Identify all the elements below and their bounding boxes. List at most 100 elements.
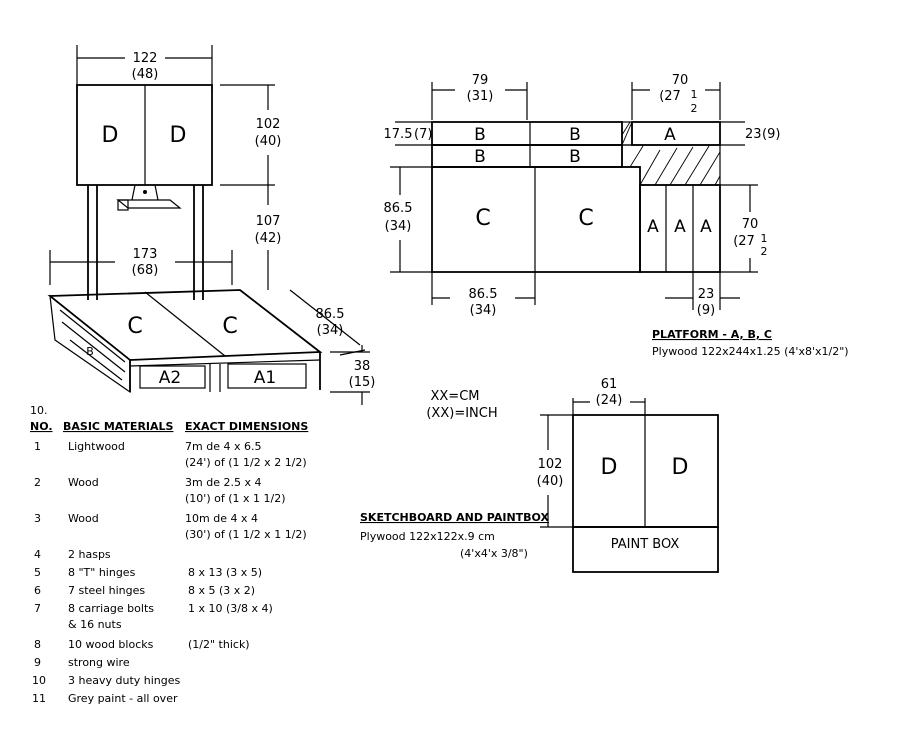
top-width-cm: 122 [133, 51, 158, 66]
platform-depth-cm: 86.5 [316, 307, 345, 322]
panel-label-a2: A2 [159, 368, 181, 388]
sketchboard-label-d2: D [672, 455, 689, 480]
panel-label-c1: C [127, 314, 142, 339]
row-7-material-2: & 16 nuts [68, 618, 122, 631]
board-height-in: (40) [255, 134, 282, 149]
c-width-in: (34) [470, 303, 497, 318]
row-7-no: 7 [34, 602, 41, 615]
top-width-in: (48) [132, 67, 159, 82]
row-11-material: Grey paint - all over [68, 692, 178, 705]
row-3-dim-2: (30') of (1 1/2 x 1 1/2) [185, 528, 307, 541]
layout-label-a2: A [674, 217, 686, 237]
a-column-height-frac-den: 2 [761, 245, 768, 258]
a-width-cm: 70 [672, 73, 689, 88]
c-width-cm: 86.5 [469, 287, 498, 302]
a-column-height-in: (27 [733, 234, 755, 249]
layout-label-b3: B [474, 147, 486, 167]
row-3-no: 3 [34, 512, 41, 525]
materials-header: BASIC MATERIALS [63, 420, 174, 433]
row-10-no: 10 [32, 674, 46, 687]
row-3-material: Wood [68, 512, 99, 525]
sketchboard-layout: 61 (24) D D PAINT BOX 102 (40) SKETCHBOA… [360, 377, 719, 573]
layout-label-c1: C [475, 206, 490, 231]
no-header-1: 10. [30, 404, 48, 417]
row-4-material: 2 hasps [68, 548, 111, 561]
sketchboard-title: SKETCHBOARD AND PAINTBOX [360, 511, 550, 524]
platform-cut-layout: 79 (31) 70 (27 1 2 17.5 (7) B B B B A 23… [384, 73, 849, 358]
row-5-no: 5 [34, 566, 41, 579]
row-1-material: Lightwood [68, 440, 125, 453]
row-5-material: 8 "T" hinges [68, 566, 136, 579]
platform-width-in: (68) [132, 263, 159, 278]
a-width-frac-den: 2 [691, 102, 698, 115]
a-column-width-in: (9) [697, 303, 715, 318]
a-column-height-cm: 70 [742, 217, 759, 232]
row-5-dim-1: 8 x 13 (3 x 5) [188, 566, 262, 579]
a-width-in: (27 [659, 89, 681, 104]
row-6-dim-1: 8 x 5 (3 x 2) [188, 584, 255, 597]
row-2-material: Wood [68, 476, 99, 489]
platform-title: PLATFORM - A, B, C [652, 328, 772, 341]
row-1-dim-1: 7m de 4 x 6.5 [185, 440, 261, 453]
leg-height-cm: 107 [256, 214, 281, 229]
row-1-no: 1 [34, 440, 41, 453]
row-7-material: 8 carriage bolts [68, 602, 154, 615]
panel-label-d1: D [102, 123, 119, 148]
a-height-cm: 23 [745, 127, 762, 142]
sketchboard-width-cm: 61 [601, 377, 618, 392]
paint-box-panel [572, 526, 719, 573]
paint-box-label: PAINT BOX [611, 537, 680, 552]
row-8-material: 10 wood blocks [68, 638, 154, 651]
platform-width-cm: 173 [133, 247, 158, 262]
platform-spec: Plywood 122x244x1.25 (4'x8'x1/2") [652, 345, 849, 358]
no-header-2: NO. [30, 420, 53, 433]
row-1-dim-2: (24') of (1 1/2 x 2 1/2) [185, 456, 307, 469]
platform-height-in: (15) [349, 375, 376, 390]
sketchboard-height-cm: 102 [538, 457, 563, 472]
waste-hatch [629, 145, 721, 186]
sketchboard-spec-1: Plywood 122x122x.9 cm [360, 530, 495, 543]
sketchboard-width-in: (24) [596, 393, 623, 408]
b-height-cm: 17.5 [384, 127, 413, 142]
b-width-in: (31) [467, 89, 494, 104]
row-11-no: 11 [32, 692, 46, 705]
panel-label-b: B [86, 345, 94, 358]
row-2-no: 2 [34, 476, 41, 489]
leg-height-in: (42) [255, 231, 282, 246]
row-9-no: 9 [34, 656, 41, 669]
row-6-no: 6 [34, 584, 41, 597]
row-2-dim-2: (10') of (1 x 1 1/2) [185, 492, 285, 505]
platform-depth-in: (34) [317, 323, 344, 338]
panel-label-d2: D [170, 123, 187, 148]
platform-height-cm: 38 [354, 359, 371, 374]
row-8-no: 8 [34, 638, 41, 651]
a-column-height-frac-num: 1 [761, 232, 768, 245]
legend-cm: XX=CM [431, 389, 480, 404]
c-height-cm: 86.5 [384, 201, 413, 216]
a-height-in: (9) [762, 127, 780, 142]
c-height-in: (34) [385, 219, 412, 234]
layout-label-a3: A [700, 217, 712, 237]
row-3-dim-1: 10m de 4 x 4 [185, 512, 258, 525]
b-height-in: (7) [414, 127, 432, 142]
row-4-no: 4 [34, 548, 41, 561]
row-2-dim-1: 3m de 2.5 x 4 [185, 476, 261, 489]
a-column-width-cm: 23 [698, 287, 715, 302]
layout-label-c2: C [578, 206, 593, 231]
materials-table: 10. NO. BASIC MATERIALS EXACT DIMENSIONS… [30, 404, 308, 705]
row-6-material: 7 steel hinges [68, 584, 145, 597]
row-8-dim-1: (1/2" thick) [188, 638, 250, 651]
row-9-material: strong wire [68, 656, 130, 669]
easel-platform-drawing: 122 (48) D D 102 (40) 107 (42) 173 [47, 45, 376, 405]
panel-label-c2: C [222, 314, 237, 339]
sketchboard-label-d1: D [601, 455, 618, 480]
a-width-frac-num: 1 [691, 88, 698, 101]
dimensions-header: EXACT DIMENSIONS [185, 420, 308, 433]
layout-label-b1: B [474, 125, 486, 145]
legend-inch: (XX)=INCH [426, 406, 497, 421]
row-10-material: 3 heavy duty hinges [68, 674, 181, 687]
panel-label-a1: A1 [254, 368, 276, 388]
sketchboard-height-in: (40) [537, 474, 564, 489]
row-7-dim-1: 1 x 10 (3/8 x 4) [188, 602, 273, 615]
